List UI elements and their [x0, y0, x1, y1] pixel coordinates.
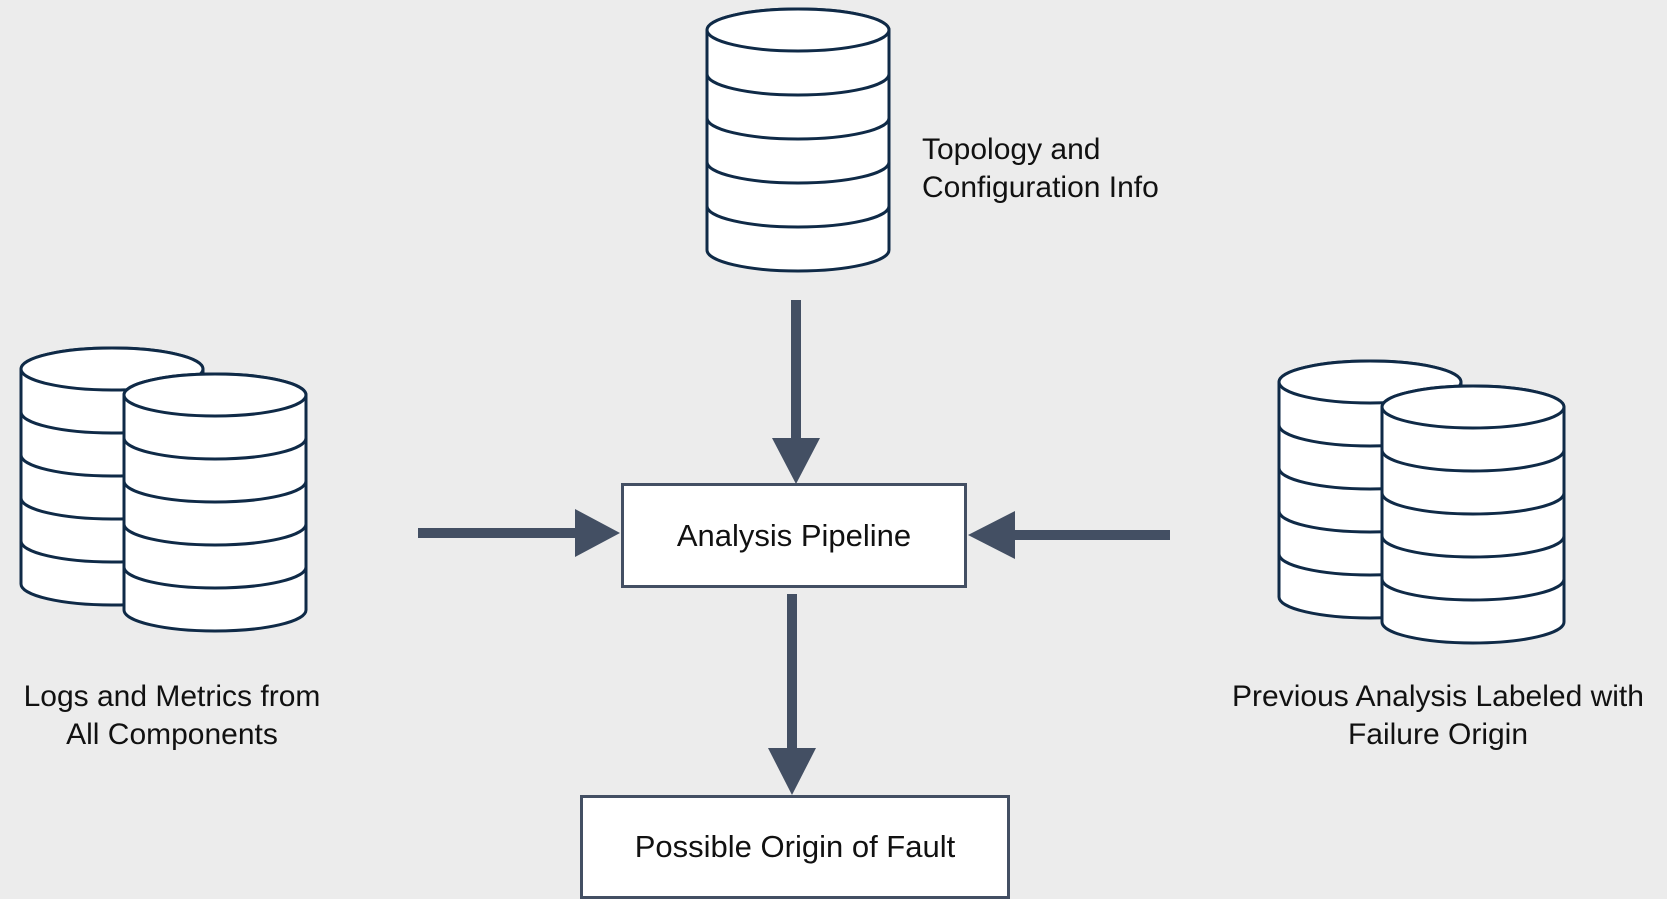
topology-database-icon [705, 7, 891, 273]
cylinder-ring [122, 437, 308, 461]
topology-label: Topology and Configuration Info [922, 131, 1159, 207]
cylinder-top [122, 372, 308, 418]
cylinder-ring [705, 161, 891, 185]
cylinder-ring [705, 117, 891, 141]
previous-label: Previous Analysis Labeled with Failure O… [1213, 678, 1663, 754]
analysis-pipeline-box: Analysis Pipeline [621, 483, 967, 588]
arrow-pipeline-to-output [768, 594, 816, 795]
topology-label-line2: Configuration Info [922, 171, 1159, 204]
cylinder-ring [1380, 578, 1566, 602]
cylinder-ring [705, 205, 891, 229]
cylinder-top [705, 7, 891, 53]
topology-label-line1: Topology and [922, 133, 1101, 166]
logs-label-line1: Logs and Metrics from [23, 680, 321, 713]
cylinder-ring [122, 480, 308, 504]
arrow-topology-to-pipeline [772, 300, 820, 484]
previous-label-line1: Previous Analysis Labeled with [1232, 680, 1644, 713]
cylinder-ring [1380, 449, 1566, 473]
previous-analysis-database-icon [1277, 359, 1566, 645]
cylinder-ring [122, 566, 308, 590]
cylinder-ring [1380, 492, 1566, 516]
logs-label-line2: All Components [66, 718, 278, 751]
logs-label: Logs and Metrics from All Components [4, 678, 340, 754]
fault-origin-label: Possible Origin of Fault [634, 829, 956, 864]
logs-database-icon [19, 346, 308, 633]
cylinder-top [1380, 384, 1566, 430]
arrow-logs-to-pipeline [418, 509, 620, 557]
cylinder-ring [1380, 535, 1566, 559]
analysis-pipeline-label: Analysis Pipeline [676, 517, 912, 553]
previous-label-line2: Failure Origin [1347, 718, 1529, 751]
cylinder-ring [122, 523, 308, 547]
fault-origin-box: Possible Origin of Fault [580, 795, 1010, 899]
cylinder-ring [705, 73, 891, 97]
arrow-previous-to-pipeline [968, 511, 1170, 559]
